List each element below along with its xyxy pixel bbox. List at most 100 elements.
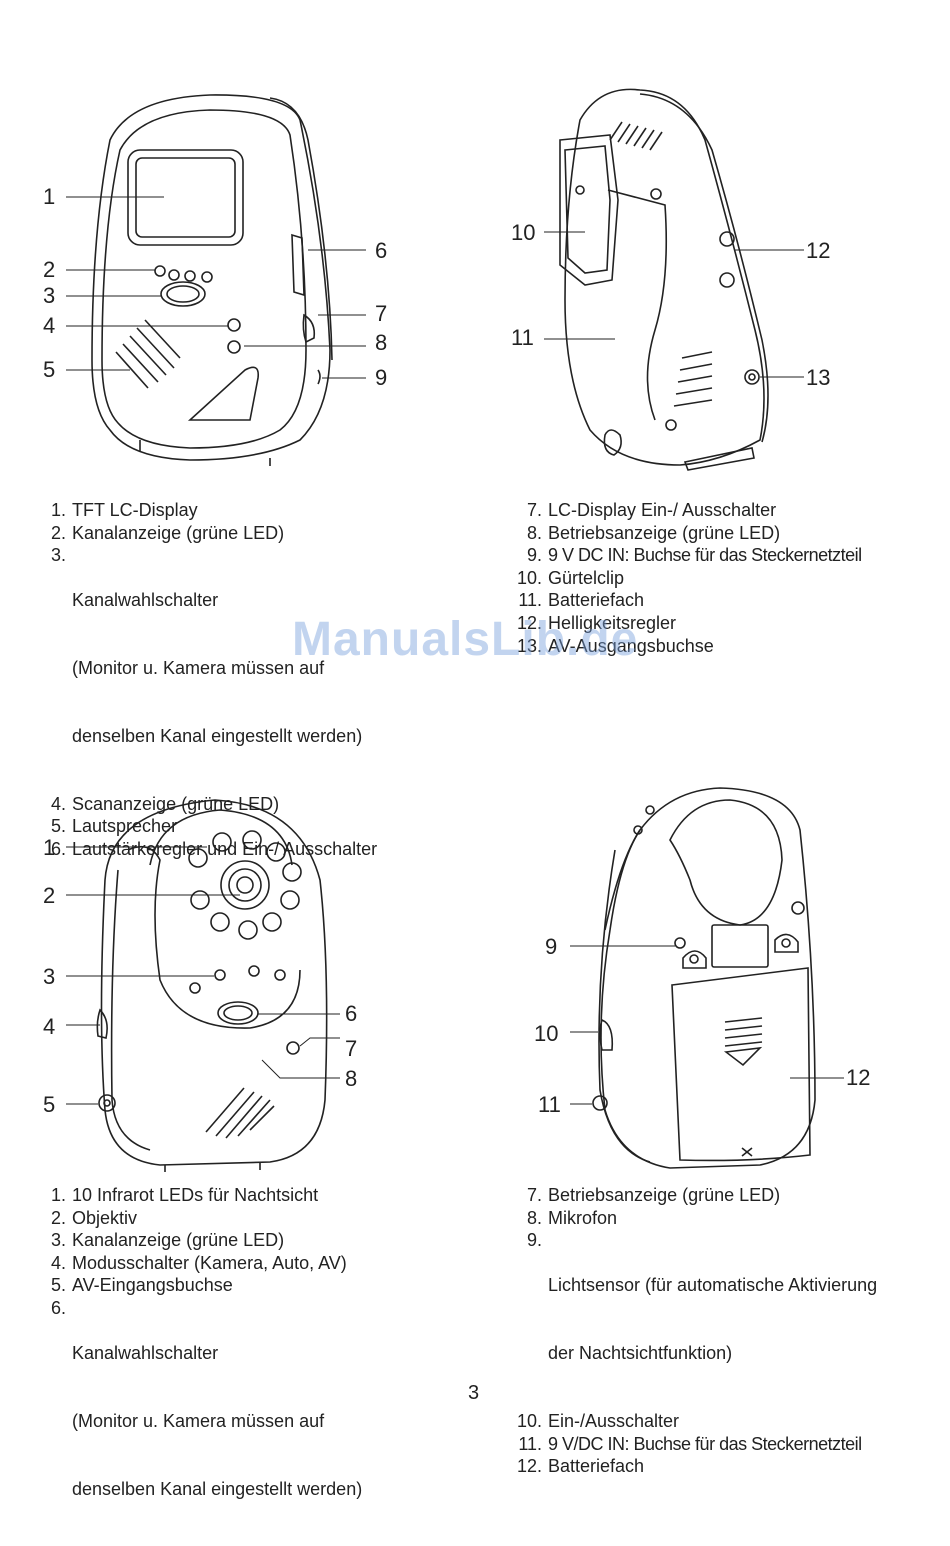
legend-number: 6. — [50, 1297, 66, 1318]
legend-text: AV-Ausgangsbuchse — [548, 635, 714, 656]
callout-camera-back-10: 10 — [534, 1021, 559, 1046]
legend-item: 9. Lichtsensor (für automatische Aktivie… — [512, 1229, 877, 1410]
legend-number: 5. — [50, 1275, 66, 1296]
legend-item: 13. AV-Ausgangsbuchse — [512, 635, 862, 658]
legend-camera-left: 1.10 Infrarot LEDs für Nachtsicht 2.Obje… — [44, 1184, 362, 1546]
legend-text: Batteriefach — [548, 590, 645, 611]
legend-item: 4.Modusschalter (Kamera, Auto, AV) — [44, 1252, 362, 1275]
legend-subtext: denselben Kanal eingestellt werden) — [72, 725, 363, 746]
legend-item: 8. Mikrofon — [512, 1207, 877, 1230]
callout-monitor-7: 7 — [375, 301, 388, 326]
callout-monitor-back-12: 12 — [806, 238, 831, 263]
legend-item: 5. Lautsprecher — [44, 815, 377, 838]
legend-item: 1.10 Infrarot LEDs für Nachtsicht — [44, 1184, 362, 1207]
callout-monitor-6: 6 — [375, 238, 388, 263]
legend-item: 11. Batteriefach — [512, 589, 862, 612]
legend-item: 4. Scananzeige (grüne LED) — [44, 793, 377, 816]
legend-camera-right: 7. Betriebsanzeige (grüne LED) 8. Mikrofon… — [512, 1184, 877, 1478]
legend-number: 11. — [518, 1433, 542, 1454]
legend-item: 5.AV-Eingangsbuchse — [44, 1274, 362, 1297]
legend-text: Gürtelclip — [548, 567, 625, 588]
legend-text: Lichtsensor (für automatische Aktivierun… — [548, 1275, 878, 1296]
legend-monitor-right: 7. LC-Display Ein-/ Ausschalter 8. Betrieb… — [512, 499, 862, 657]
legend-item: 7. LC-Display Ein-/ Ausschalter — [512, 499, 862, 522]
legend-number: 2. — [50, 522, 66, 543]
monitor-front-illustration — [66, 94, 366, 466]
legend-number: 10. — [516, 1410, 542, 1431]
legend-number: 8. — [526, 1207, 542, 1228]
legend-number: 10. — [516, 567, 542, 588]
legend-number: 11. — [518, 590, 542, 611]
callout-camera-5: 5 — [43, 1092, 56, 1117]
callout-camera-7: 7 — [345, 1036, 358, 1061]
legend-item: 2.Objektiv — [44, 1207, 362, 1230]
legend-text-group: Lichtsensor (für automatische Aktivierun… — [548, 1229, 877, 1410]
callout-monitor-4: 4 — [43, 313, 56, 338]
callout-monitor-1: 1 — [43, 184, 56, 209]
camera-back-figure — [490, 770, 930, 1180]
callout-monitor-5: 5 — [43, 357, 56, 382]
legend-item: 8. Betriebsanzeige (grüne LED) — [512, 522, 862, 545]
callout-monitor-2: 2 — [43, 257, 56, 282]
watermark: ManualsLib.de — [292, 613, 639, 666]
callout-camera-1: 1 — [43, 835, 56, 860]
callout-camera-2: 2 — [43, 883, 56, 908]
legend-number: 3. — [50, 545, 66, 566]
legend-number: 8. — [526, 522, 542, 543]
legend-item: 12.Batteriefach — [512, 1455, 877, 1478]
legend-text: Lautsprecher — [72, 816, 178, 837]
legend-number: 2. — [50, 1207, 66, 1228]
legend-text: Kanalanzeige (grüne LED) — [72, 522, 285, 543]
legend-text: TFT LC-Display — [72, 500, 198, 520]
callout-monitor-9: 9 — [375, 365, 388, 390]
legend-item: 12.Helligkeitsregler — [512, 612, 862, 635]
legend-item: 10. Gürtelclip — [512, 567, 862, 590]
legend-item: 3. Kanalwahlschalter (Monitor u. Kamera … — [44, 544, 377, 793]
legend-subtext: der Nachtsichtfunktion) — [548, 1343, 733, 1364]
legend-text: Betriebsanzeige (grüne LED) — [548, 1185, 781, 1205]
legend-item: 3.Kanalanzeige (grüne LED) — [44, 1229, 362, 1252]
callout-monitor-8: 8 — [375, 330, 388, 355]
legend-text: Lautstärkeregler und Ein-/ Ausschalter — [72, 838, 378, 859]
monitor-back-illustration — [544, 88, 804, 471]
legend-text: 9 V DC IN: Buchse für das Steckernetztei… — [548, 545, 862, 566]
legend-monitor-left: 1. TFT LC-Display 2. Kanalanzeige (grüne L… — [44, 499, 377, 861]
legend-text: Batteriefach — [548, 1456, 645, 1477]
legend-text: Kanalwahlschalter — [72, 1343, 219, 1364]
callout-monitor-back-13: 13 — [806, 365, 831, 390]
monitor-front-figure — [0, 80, 420, 480]
callout-monitor-back-11: 11 — [511, 325, 534, 350]
legend-item: 6. Lautstärkeregler und Ein-/ Ausschalter — [44, 838, 377, 861]
legend-text: Mikrofon — [548, 1207, 618, 1228]
callout-camera-back-9: 9 — [545, 934, 558, 959]
legend-number: 6. — [50, 838, 66, 859]
legend-item: 6. Kanalwahlschalter (Monitor u. Kamera … — [44, 1297, 362, 1546]
legend-text: 9 V/DC IN: Buchse für das Steckernetztei… — [548, 1433, 862, 1454]
callout-camera-3: 3 — [43, 964, 56, 989]
camera-back-illustration — [570, 787, 844, 1169]
legend-number: 4. — [50, 1252, 66, 1273]
legend-text: Ein-/Ausschalter — [548, 1410, 680, 1431]
legend-number: 1. — [50, 500, 66, 520]
legend-subtext: denselben Kanal eingestellt werden) — [72, 1478, 363, 1499]
legend-number: 4. — [50, 793, 66, 814]
callout-camera-4: 4 — [43, 1014, 56, 1039]
legend-number: 12. — [516, 612, 542, 633]
legend-item: 2. Kanalanzeige (grüne LED) — [44, 522, 377, 545]
legend-number: 7. — [526, 500, 542, 520]
legend-number: 13. — [516, 635, 542, 656]
legend-subtext: (Monitor u. Kamera müssen auf — [72, 1410, 325, 1431]
legend-number: 9. — [526, 1230, 542, 1251]
callout-monitor-back-10: 10 — [511, 220, 536, 245]
legend-number: 7. — [526, 1185, 542, 1205]
camera-front-figure — [0, 770, 420, 1180]
legend-text: LC-Display Ein-/ Ausschalter — [548, 500, 777, 520]
legend-item: 10. Ein-/Ausschalter — [512, 1410, 877, 1433]
camera-front-illustration — [66, 799, 340, 1172]
legend-text: Scananzeige (grüne LED) — [72, 793, 280, 814]
callout-camera-8: 8 — [345, 1066, 358, 1091]
legend-text-group: Kanalwahlschalter (Monitor u. Kamera müs… — [72, 1297, 362, 1546]
legend-text-group: Kanalwahlschalter (Monitor u. Kamera müs… — [72, 544, 362, 793]
legend-text: Betriebsanzeige (grüne LED) — [548, 522, 781, 543]
legend-number: 5. — [50, 816, 66, 837]
